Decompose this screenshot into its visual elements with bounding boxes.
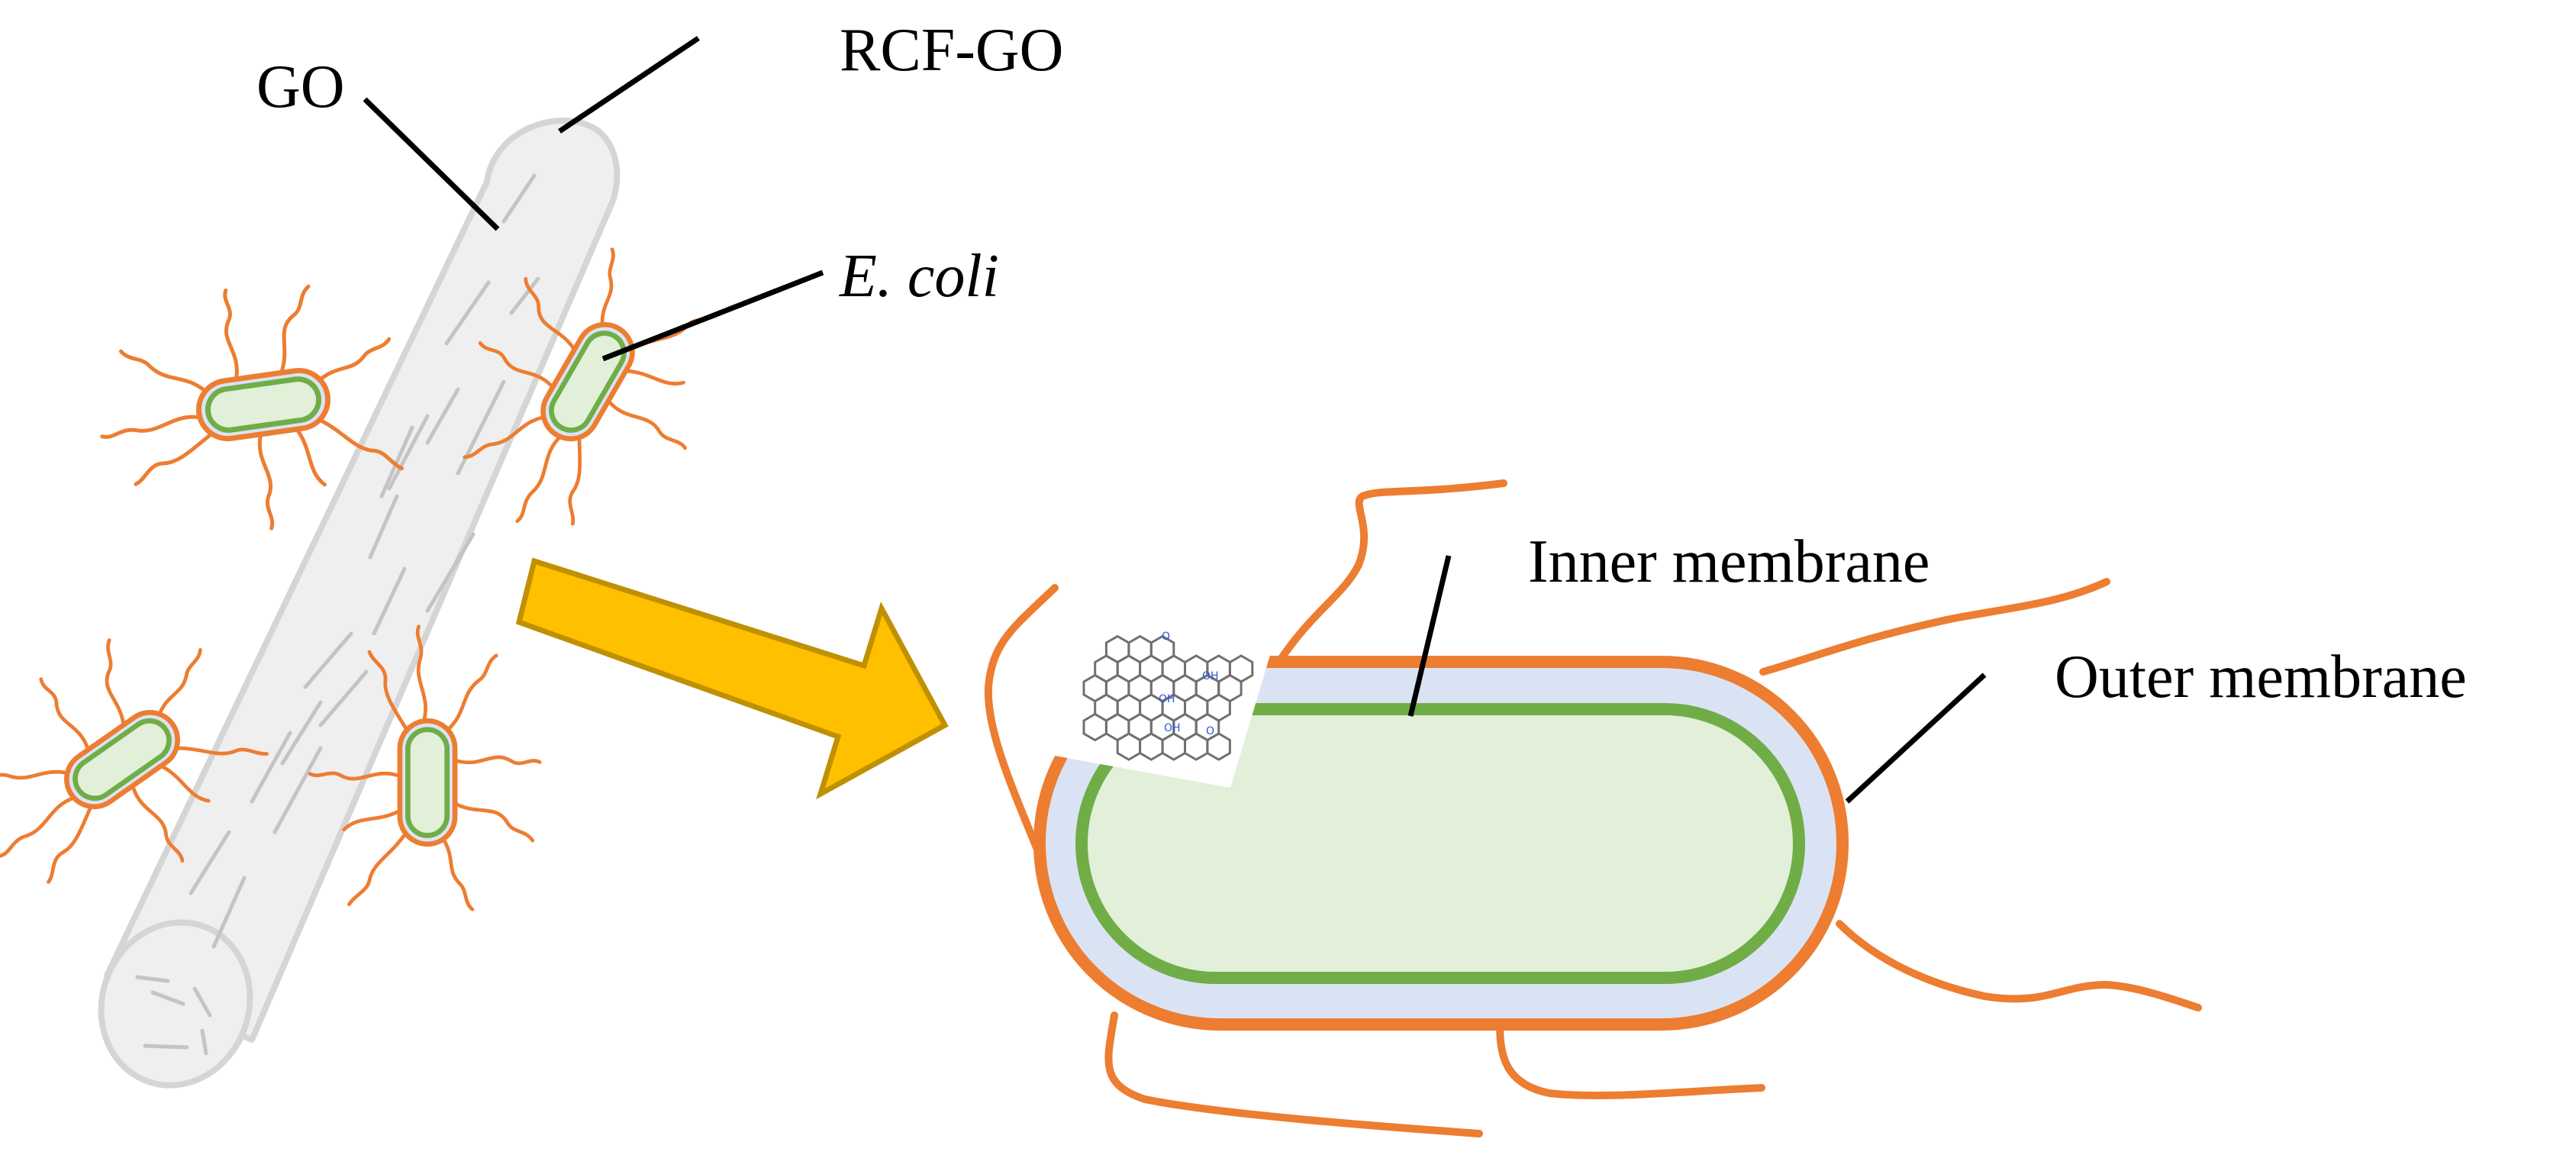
inner-membrane-shape (1075, 703, 1805, 984)
go-group-label: O (1162, 631, 1170, 643)
outer-membrane-label: Outer membrane (2055, 644, 2467, 711)
graphene-lattice (1082, 634, 1254, 761)
go-group-label: O (1206, 725, 1214, 737)
rcf-go-label: RCF-GO (840, 17, 1063, 84)
e-coli-label: E. coli (839, 243, 999, 310)
outer-membrane-leader-line (1845, 673, 1987, 804)
fiber-surface-streaks (135, 173, 540, 1056)
inner-membrane-leader-line (1407, 555, 1452, 717)
go-group-label: OH (1164, 722, 1181, 734)
go-group-label: OH (1159, 693, 1175, 705)
leader-lines (363, 36, 1987, 804)
go-group-label: OH (1202, 670, 1219, 682)
go-leader-line (363, 97, 500, 231)
rcf-go-leader-line (558, 36, 700, 134)
e-coli-leader-line (601, 269, 824, 362)
flagella (984, 479, 2202, 1137)
process-arrow (515, 557, 949, 800)
graphene-hexagon (1206, 732, 1231, 761)
inner-membrane-label: Inner membrane (1528, 528, 1930, 595)
graphene-oxide-sheet: O OH OH OH O (1055, 618, 1273, 788)
go-label: GO (256, 53, 345, 121)
